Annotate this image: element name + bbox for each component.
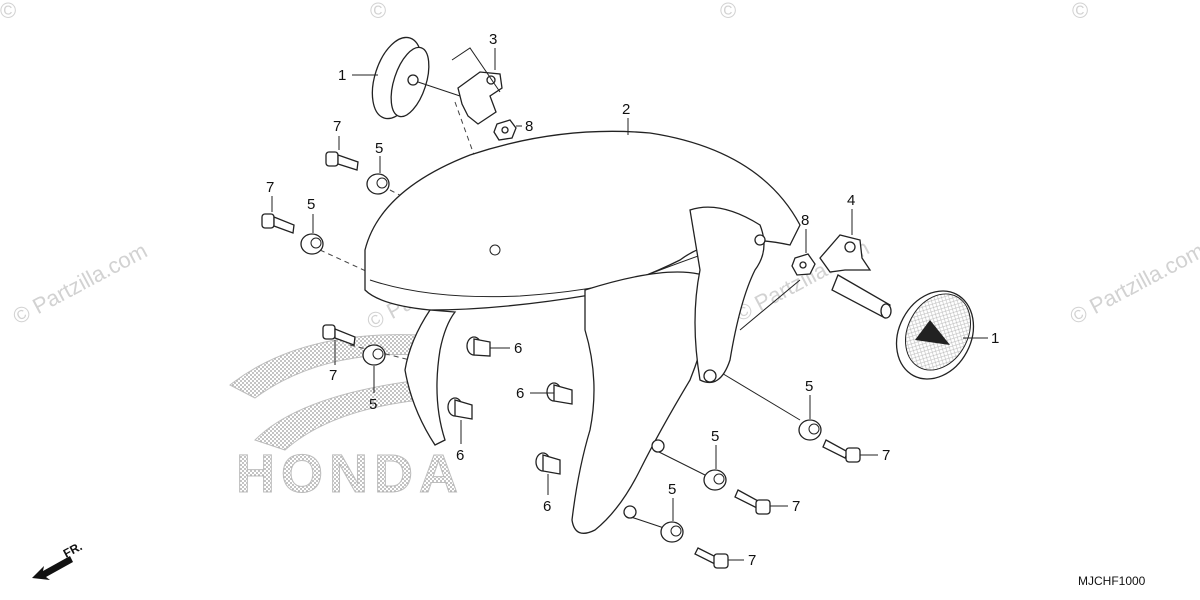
callout-5-grommet-c: 5 bbox=[369, 396, 377, 413]
callout-5-grommet-f: 5 bbox=[668, 481, 676, 498]
grommet-b[interactable] bbox=[300, 233, 324, 255]
watermark-corner-4: © bbox=[1072, 0, 1088, 23]
callout-7-bolt-c: 7 bbox=[329, 367, 337, 384]
collar-d[interactable] bbox=[535, 452, 561, 475]
front-fender[interactable] bbox=[364, 130, 801, 534]
callout-3-bracket-left: 3 bbox=[489, 31, 497, 48]
callout-6-collar-b: 6 bbox=[516, 385, 524, 402]
grommet-a[interactable] bbox=[366, 173, 390, 195]
diagram-code: MJCHF1000 bbox=[1078, 574, 1146, 588]
callout-6-collar-c: 6 bbox=[456, 447, 464, 464]
bolt-f[interactable] bbox=[694, 547, 729, 569]
reflector-right[interactable] bbox=[882, 277, 989, 392]
callout-1-reflector-left: 1 bbox=[338, 67, 346, 84]
grommet-e[interactable] bbox=[703, 469, 727, 491]
callout-8-nut-right: 8 bbox=[801, 212, 809, 229]
callout-2-fender: 2 bbox=[622, 101, 630, 118]
callout-6-collar-d: 6 bbox=[543, 498, 551, 515]
watermark-left: © Partzilla.com bbox=[9, 238, 152, 330]
bolt-a[interactable] bbox=[325, 151, 359, 171]
nut-upper-left[interactable] bbox=[493, 119, 517, 141]
honda-wordmark: HONDA bbox=[236, 444, 464, 504]
callout-6-collar-a: 6 bbox=[514, 340, 522, 357]
watermark-right: © Partzilla.com bbox=[1066, 238, 1200, 330]
callout-7-bolt-e: 7 bbox=[792, 498, 800, 515]
collar-c[interactable] bbox=[447, 397, 473, 420]
callout-5-grommet-d: 5 bbox=[805, 378, 813, 395]
bolt-b[interactable] bbox=[261, 213, 295, 234]
nut-right[interactable] bbox=[791, 253, 816, 276]
callout-4-bracket-right: 4 bbox=[847, 192, 855, 209]
collar-a[interactable] bbox=[466, 336, 491, 357]
watermark-corner-3: © bbox=[720, 0, 736, 23]
honda-logo: HONDA bbox=[229, 334, 464, 505]
callout-7-bolt-f: 7 bbox=[748, 552, 756, 569]
bolt-d[interactable] bbox=[822, 439, 861, 463]
grommet-c[interactable] bbox=[362, 344, 386, 366]
bolt-e[interactable] bbox=[734, 489, 771, 515]
callout-7-bolt-d: 7 bbox=[882, 447, 890, 464]
front-direction-indicator: FR. bbox=[32, 539, 84, 580]
reflector-bracket-left[interactable] bbox=[451, 47, 503, 125]
grommet-d[interactable] bbox=[798, 419, 822, 441]
watermark-corner-1: © bbox=[0, 0, 16, 23]
watermark-corner-2: © bbox=[370, 0, 386, 23]
front-label: FR. bbox=[61, 539, 85, 560]
grommet-f[interactable] bbox=[660, 521, 684, 543]
collar-b[interactable] bbox=[546, 382, 573, 405]
callout-7-bolt-b: 7 bbox=[266, 179, 274, 196]
leader-lines bbox=[271, 48, 988, 561]
callout-5-grommet-b: 5 bbox=[307, 196, 315, 213]
callout-5-grommet-a: 5 bbox=[375, 140, 383, 157]
front-arrow-icon bbox=[32, 556, 73, 580]
callout-5-grommet-e: 5 bbox=[711, 428, 719, 445]
callout-8-nut-upper: 8 bbox=[525, 118, 533, 135]
callout-7-bolt-a: 7 bbox=[333, 118, 341, 135]
reflector-left[interactable] bbox=[363, 31, 461, 124]
bolt-c[interactable] bbox=[322, 324, 356, 346]
callout-1-reflector-right: 1 bbox=[991, 330, 999, 347]
reflector-bracket-right[interactable] bbox=[819, 234, 892, 319]
callout-labels: 1 3 8 2 7 5 7 5 4 8 1 6 7 5 6 6 6 5 7 5 … bbox=[266, 31, 999, 569]
